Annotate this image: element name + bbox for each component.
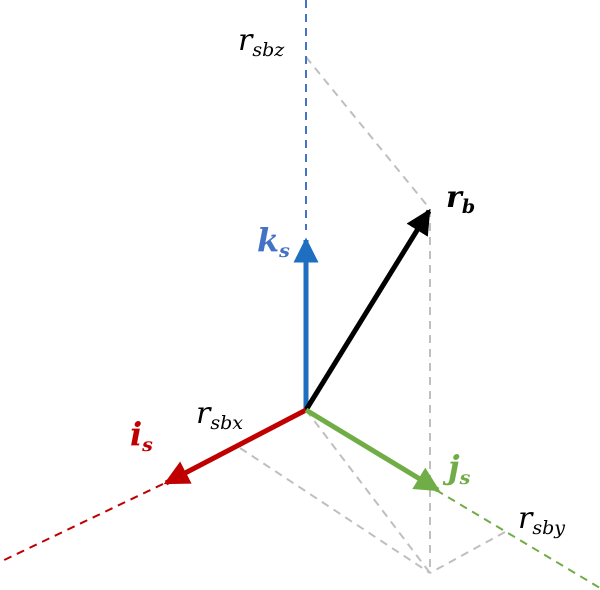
label-k-s: ks (257, 221, 290, 262)
r-b-vector (303, 208, 432, 412)
projection-z-to-tip (305, 56, 431, 210)
i-axis-extension (0, 483, 164, 563)
i-s-vector (163, 407, 308, 486)
projection-y-to-floor (429, 531, 506, 574)
label-r-sbz: rsbz (238, 23, 285, 61)
projection-x-to-floor (239, 447, 431, 574)
label-i-s: is (130, 415, 153, 456)
label-r-b: rb (446, 180, 475, 218)
label-r-sbx: rsbx (196, 396, 243, 434)
j-axis-extension (435, 489, 600, 589)
projection-origin-to-floor (305, 409, 431, 574)
label-r-sby: rsby (518, 501, 565, 539)
j-s-vector (304, 407, 441, 493)
projection-lines (239, 56, 506, 574)
label-j-s: js (442, 448, 471, 489)
